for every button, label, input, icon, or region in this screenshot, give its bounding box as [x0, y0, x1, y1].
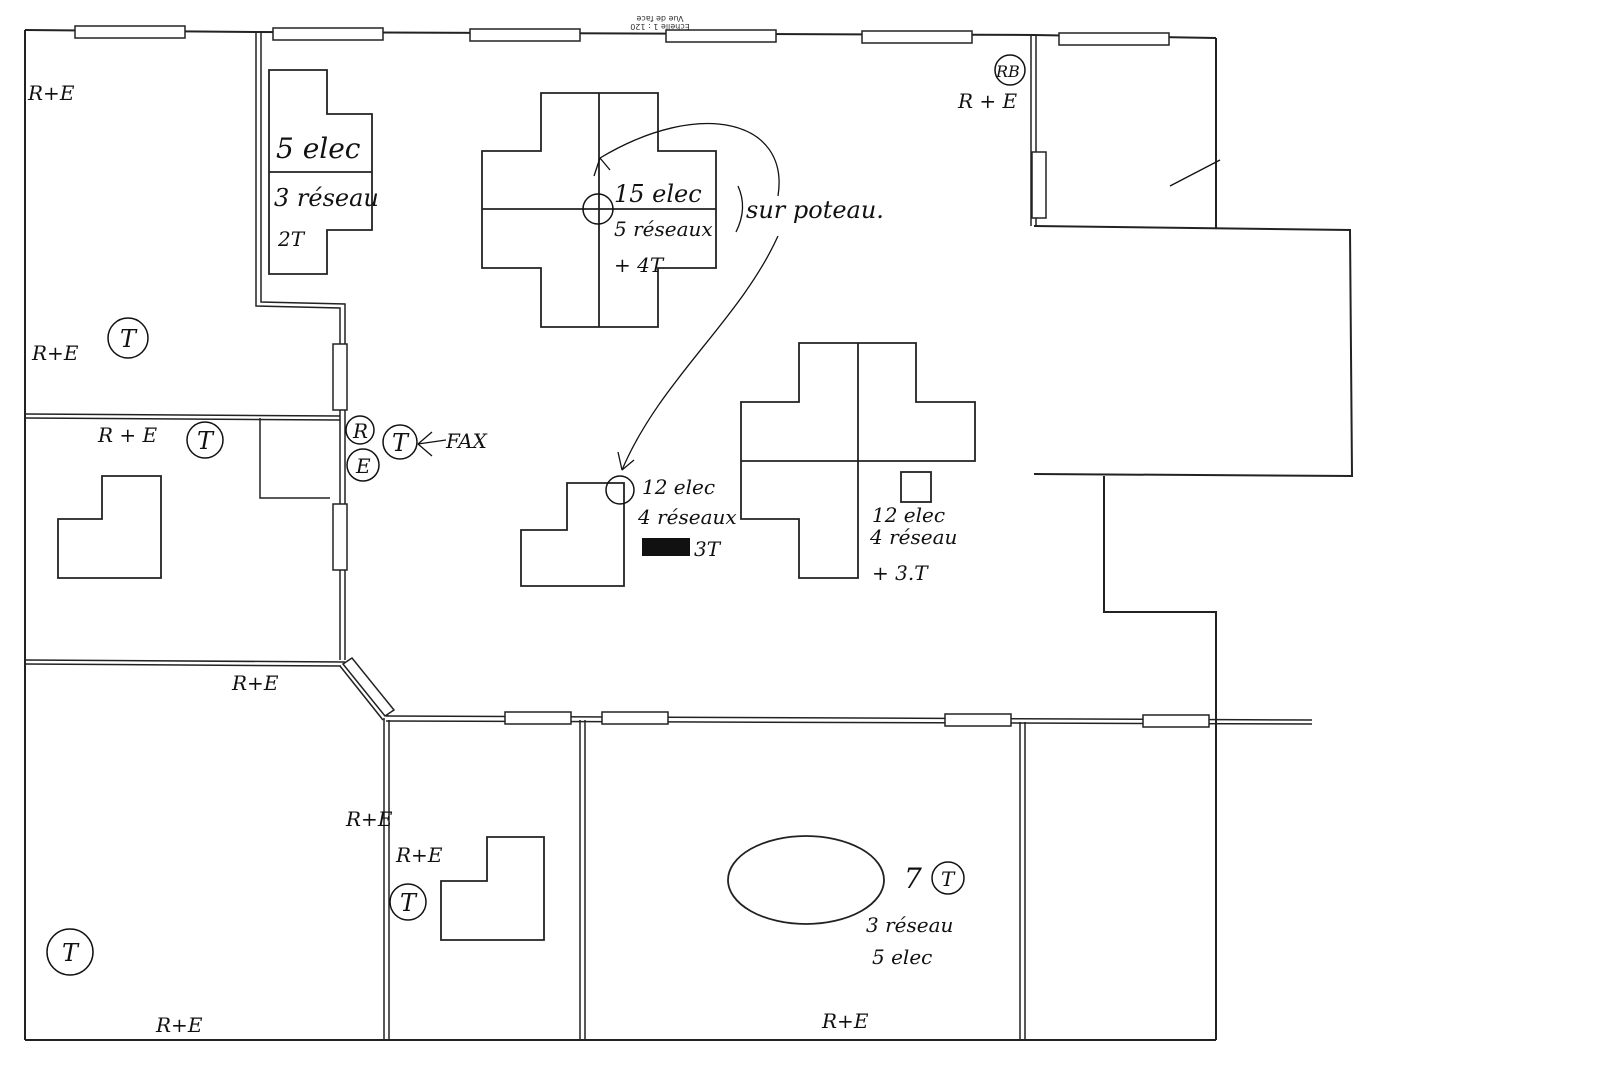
window-2 [272, 27, 384, 41]
label-fax: FAX [445, 429, 488, 453]
wall-lower-left-top [24, 659, 346, 663]
arrow-curve-down [621, 235, 779, 471]
wall-recess [259, 418, 330, 499]
desk-single-center [520, 482, 625, 587]
t-circle-5 [389, 883, 427, 921]
door-3 [1031, 151, 1047, 219]
t-label-2: T [197, 427, 215, 455]
door-2 [332, 503, 348, 571]
meeting-table [727, 835, 885, 925]
label-re-bottom1: R+E [155, 1013, 203, 1037]
scribble [642, 538, 690, 556]
t-circle-6 [931, 861, 965, 895]
label-re-topleft: R+E [27, 81, 75, 105]
bracket [735, 185, 744, 233]
label-re-topright: R + E [957, 89, 1018, 113]
t-label-1: T [120, 325, 138, 353]
r-circle [345, 415, 375, 445]
t-label-6: T [941, 867, 956, 891]
label-rb: RB [995, 62, 1020, 81]
wall-top [24, 29, 1217, 39]
arrow-head-down [617, 451, 635, 471]
t-circle-2 [186, 421, 224, 459]
note-r-2: 4 réseau [869, 525, 957, 549]
e-circle [346, 448, 380, 482]
scale-note-line1: Vue de face [636, 14, 683, 23]
small-box [900, 471, 932, 503]
wall-lower-left-top-b [24, 663, 342, 667]
note-m-1: 7 [904, 862, 922, 895]
label-re-lowroom: R+E [395, 843, 443, 867]
t-circle-3 [382, 424, 418, 460]
scale-note: Vue de face Echelle 1 : 120 [630, 14, 690, 31]
window-1 [74, 25, 186, 39]
arrow-curve-top [599, 122, 780, 197]
wall-annex [1033, 225, 1354, 478]
annotations: R+E R+E R + E R + E R+E R+E R+E R+E R+E … [27, 54, 1026, 1037]
wall-office-split-b [24, 417, 341, 421]
t-label-5: T [400, 889, 418, 917]
arrow-head-top [593, 157, 611, 177]
desk-left-office [57, 475, 162, 579]
door-1 [332, 343, 348, 411]
note-s-3: 3T [694, 537, 722, 561]
door-6 [944, 713, 1012, 727]
t-circle-4 [46, 928, 94, 976]
label-re-leftmid: R+E [31, 341, 79, 365]
note-m-2: 3 réseau [866, 913, 953, 937]
door-4 [504, 711, 572, 725]
rb-circle [994, 54, 1026, 86]
note-r-3: + 3.T [872, 561, 929, 585]
t-label-4: T [62, 939, 80, 967]
door-5 [601, 711, 669, 725]
window-3 [469, 28, 581, 42]
r-label: R [352, 419, 368, 443]
pen-stroke [1169, 159, 1221, 187]
furniture [57, 69, 976, 941]
note-tl-1: 5 elec [276, 132, 361, 165]
window-5 [861, 30, 973, 44]
note-c-3: + 4T [614, 253, 665, 277]
label-re-bottom2: R+E [821, 1009, 869, 1033]
note-r-1: 12 elec [872, 503, 945, 527]
t-circle-1 [107, 317, 149, 359]
outlet-single [605, 475, 635, 505]
windows [74, 25, 1210, 728]
wall-right-lower [1103, 476, 1217, 1040]
label-re-lowleft: R+E [345, 807, 393, 831]
outlet-center [582, 193, 614, 225]
note-s-2: 4 réseaux [637, 505, 737, 529]
wall-office-split [24, 413, 341, 417]
note-m-3: 5 elec [872, 945, 932, 969]
scale-note-line2: Echelle 1 : 120 [630, 22, 690, 31]
door-7 [1142, 714, 1210, 728]
label-re-corner: R+E [231, 671, 279, 695]
wall-office-b [260, 32, 346, 660]
note-tl-3: 2T [277, 227, 306, 251]
door-diagonal [341, 656, 396, 718]
note-c-1: 15 elec [614, 180, 702, 208]
wall-office-a [255, 32, 341, 660]
desk-lower-room [440, 836, 545, 941]
e-label: E [355, 454, 371, 478]
note-sur-poteau: sur poteau. [746, 196, 884, 224]
note-c-2: 5 réseaux [614, 217, 713, 241]
window-6 [1058, 32, 1170, 46]
window-4 [665, 29, 777, 43]
note-s-1: 12 elec [642, 475, 715, 499]
label-re-office2: R + E [97, 423, 158, 447]
note-tl-2: 3 réseau [274, 184, 379, 212]
wall-diagonal-b [339, 665, 384, 721]
t-label-3: T [392, 429, 410, 457]
fax-arrow [417, 431, 447, 457]
